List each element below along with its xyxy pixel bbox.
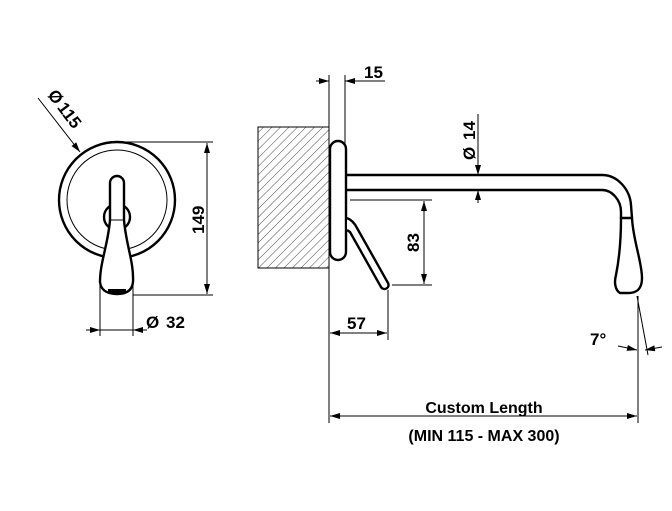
height-label: 149 — [189, 206, 208, 234]
front-view: Ø 115 149 Ø 32 — [37, 86, 213, 336]
dim-plate-diameter — [37, 97, 81, 153]
handle-tip — [108, 289, 126, 293]
angle-line — [636, 295, 649, 356]
plate-diameter-label: 115 — [53, 99, 85, 132]
diameter-symbol: Ø — [146, 313, 159, 332]
spout-outlet — [613, 216, 644, 295]
handle — [98, 174, 135, 296]
custom-length-range: (MIN 115 - MAX 300) — [408, 428, 559, 445]
handle-diameter-label: 32 — [166, 313, 185, 332]
plate-thickness-label: 15 — [364, 63, 383, 82]
wall-section — [257, 126, 330, 269]
lever-reach-label: 57 — [347, 314, 366, 333]
spout-pipe-bottom — [346, 188, 623, 218]
dim-spout-angle — [644, 345, 663, 352]
spout-pipe-top — [346, 173, 634, 219]
lever-drop-label: 83 — [404, 233, 423, 252]
diameter-symbol: Ø — [460, 147, 479, 160]
dim-arrow — [617, 345, 638, 351]
spout-diameter-label: 14 — [460, 121, 479, 140]
spout-angle-label: 7° — [590, 330, 606, 349]
side-view: 15 Ø 14 83 57 7° Custom Length (MIN 115 … — [257, 63, 663, 445]
wall-plate-side — [328, 139, 348, 262]
lever — [346, 216, 390, 291]
custom-length-label: Custom Length — [425, 400, 542, 417]
